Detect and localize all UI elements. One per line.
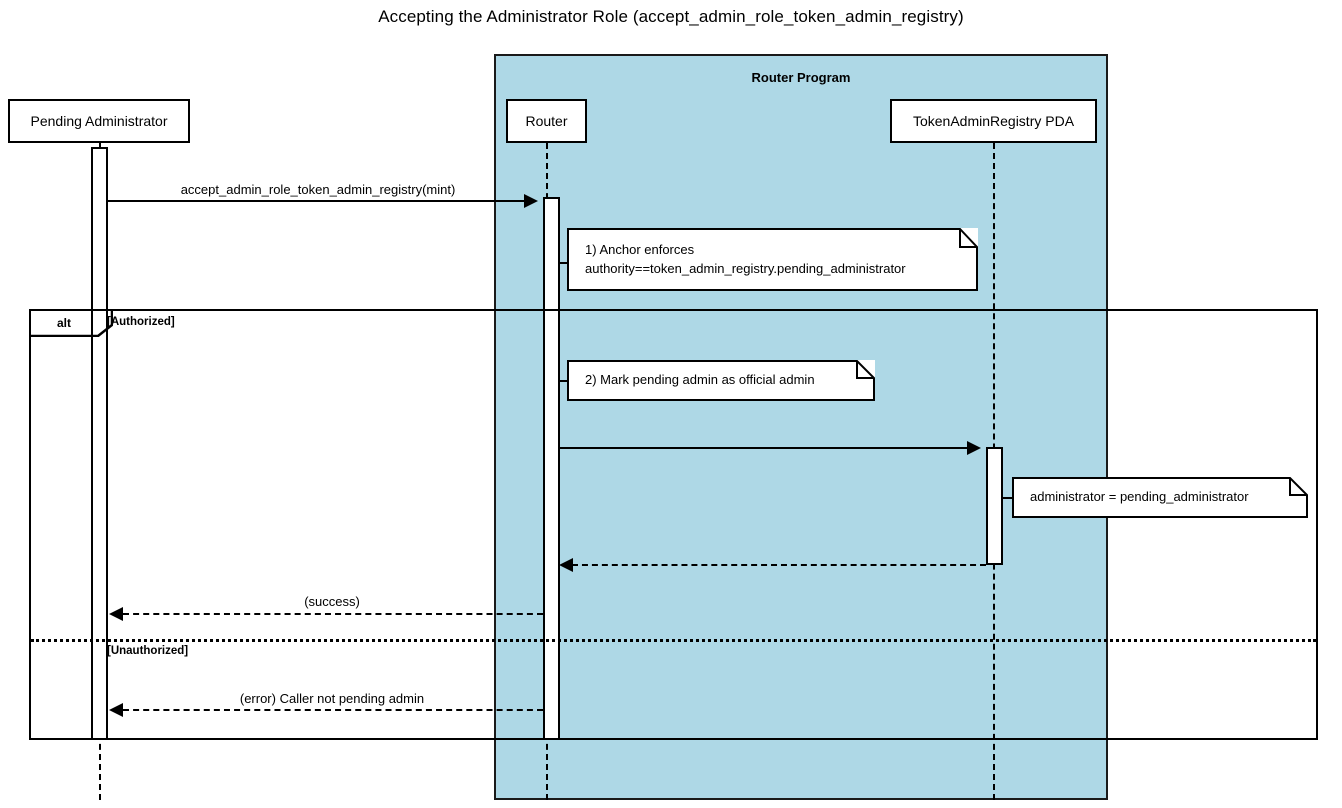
participant-label-token-admin-registry-pda: TokenAdminRegistry PDA [912, 113, 1075, 129]
alt-fragment-divider [31, 639, 1316, 642]
message-line-m1 [108, 200, 525, 202]
message-line-m2 [558, 447, 968, 449]
activation-token-admin-registry-pda [986, 447, 1003, 565]
note-3: administrator = pending_administrator [1012, 477, 1308, 518]
note-stub-3 [1001, 497, 1014, 499]
message-line-m3 [572, 564, 986, 566]
diagram-title: Accepting the Administrator Role (accept… [378, 7, 964, 26]
message-arrowhead-m4 [109, 607, 123, 621]
note-text-1: 1) Anchor enforces authority==token_admi… [585, 242, 906, 276]
message-arrowhead-m2 [967, 441, 981, 455]
message-arrowhead-m3 [559, 558, 573, 572]
note-stub-1 [558, 262, 570, 264]
participant-label-router: Router [525, 113, 568, 129]
note-text-2: 2) Mark pending admin as official admin [585, 372, 815, 388]
message-label-m4: (success) [304, 594, 360, 609]
participant-pending-administrator[interactable]: Pending Administrator [8, 99, 190, 143]
message-arrowhead-m1 [524, 194, 538, 208]
note-text-3: administrator = pending_administrator [1030, 489, 1249, 505]
group-box-router-program: Router Program [494, 54, 1108, 800]
alt-fragment-operator-label: alt [56, 316, 71, 330]
message-label-m1: accept_admin_role_token_admin_registry(m… [180, 182, 456, 197]
group-label-router-program: Router Program [751, 70, 851, 85]
participant-label-pending-administrator: Pending Administrator [30, 113, 168, 129]
activation-pending-administrator [91, 147, 108, 740]
note-1: 1) Anchor enforces authority==token_admi… [567, 228, 978, 291]
message-arrowhead-m5 [109, 703, 123, 717]
alt-fragment-tab [29, 307, 114, 338]
activation-router [543, 197, 560, 740]
message-label-m5: (error) Caller not pending admin [239, 691, 425, 706]
message-line-m5 [123, 709, 543, 711]
note-2: 2) Mark pending admin as official admin [567, 360, 875, 401]
message-line-m4 [123, 613, 543, 615]
note-stub-2 [558, 380, 570, 382]
participant-token-admin-registry-pda[interactable]: TokenAdminRegistry PDA [890, 99, 1097, 143]
guard-label-authorized: [Authorized] [107, 316, 175, 328]
guard-label-unauthorized: [Unauthorized] [107, 645, 189, 657]
participant-router[interactable]: Router [506, 99, 587, 143]
